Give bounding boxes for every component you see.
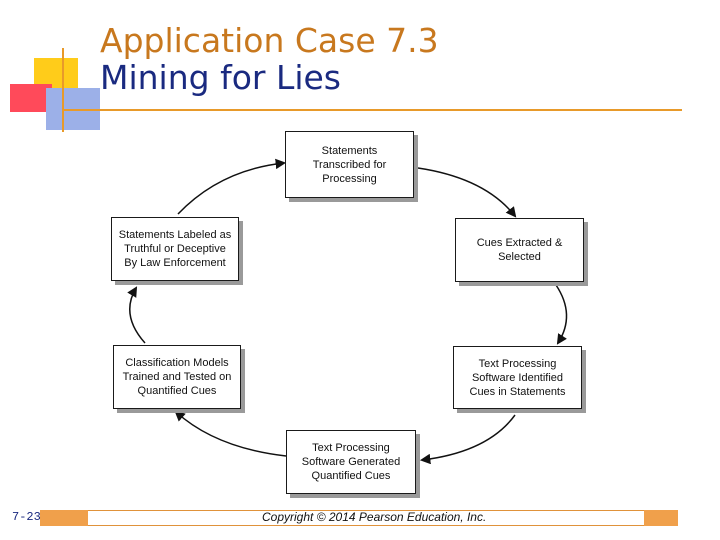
arrow-labeled-to-statements bbox=[177, 158, 287, 215]
node-classification-models: Classification Models Trained and Tested… bbox=[113, 345, 241, 409]
arrow-classification-to-labeled bbox=[127, 286, 146, 344]
decor-square-red bbox=[10, 84, 52, 112]
node-cues-extracted: Cues Extracted & Selected bbox=[455, 218, 584, 282]
arrow-statements-to-cues bbox=[417, 167, 517, 218]
title-underline bbox=[62, 109, 682, 111]
node-text-processing-generated: Text Processing Software Generated Quant… bbox=[286, 430, 416, 494]
arrow-generated-to-classification bbox=[174, 410, 287, 457]
node-text-processing-identified: Text Processing Software Identified Cues… bbox=[453, 346, 582, 409]
slide-number: 7-23 bbox=[12, 510, 41, 524]
footer-accent-right bbox=[644, 510, 678, 526]
slide-title: Application Case 7.3 Mining for Lies bbox=[100, 22, 439, 96]
footer-accent-left bbox=[40, 510, 88, 526]
arrow-cues-to-identified bbox=[555, 284, 568, 345]
node-statements-labeled: Statements Labeled as Truthful or Decept… bbox=[111, 217, 239, 281]
copyright-text: Copyright © 2014 Pearson Education, Inc. bbox=[262, 510, 487, 524]
node-statements-transcribed: Statements Transcribed for Processing bbox=[285, 131, 414, 198]
decor-vertical-line bbox=[62, 48, 64, 132]
arrow-identified-to-generated bbox=[419, 414, 516, 465]
title-line-1: Application Case 7.3 bbox=[100, 21, 439, 60]
title-line-2: Mining for Lies bbox=[100, 58, 341, 97]
